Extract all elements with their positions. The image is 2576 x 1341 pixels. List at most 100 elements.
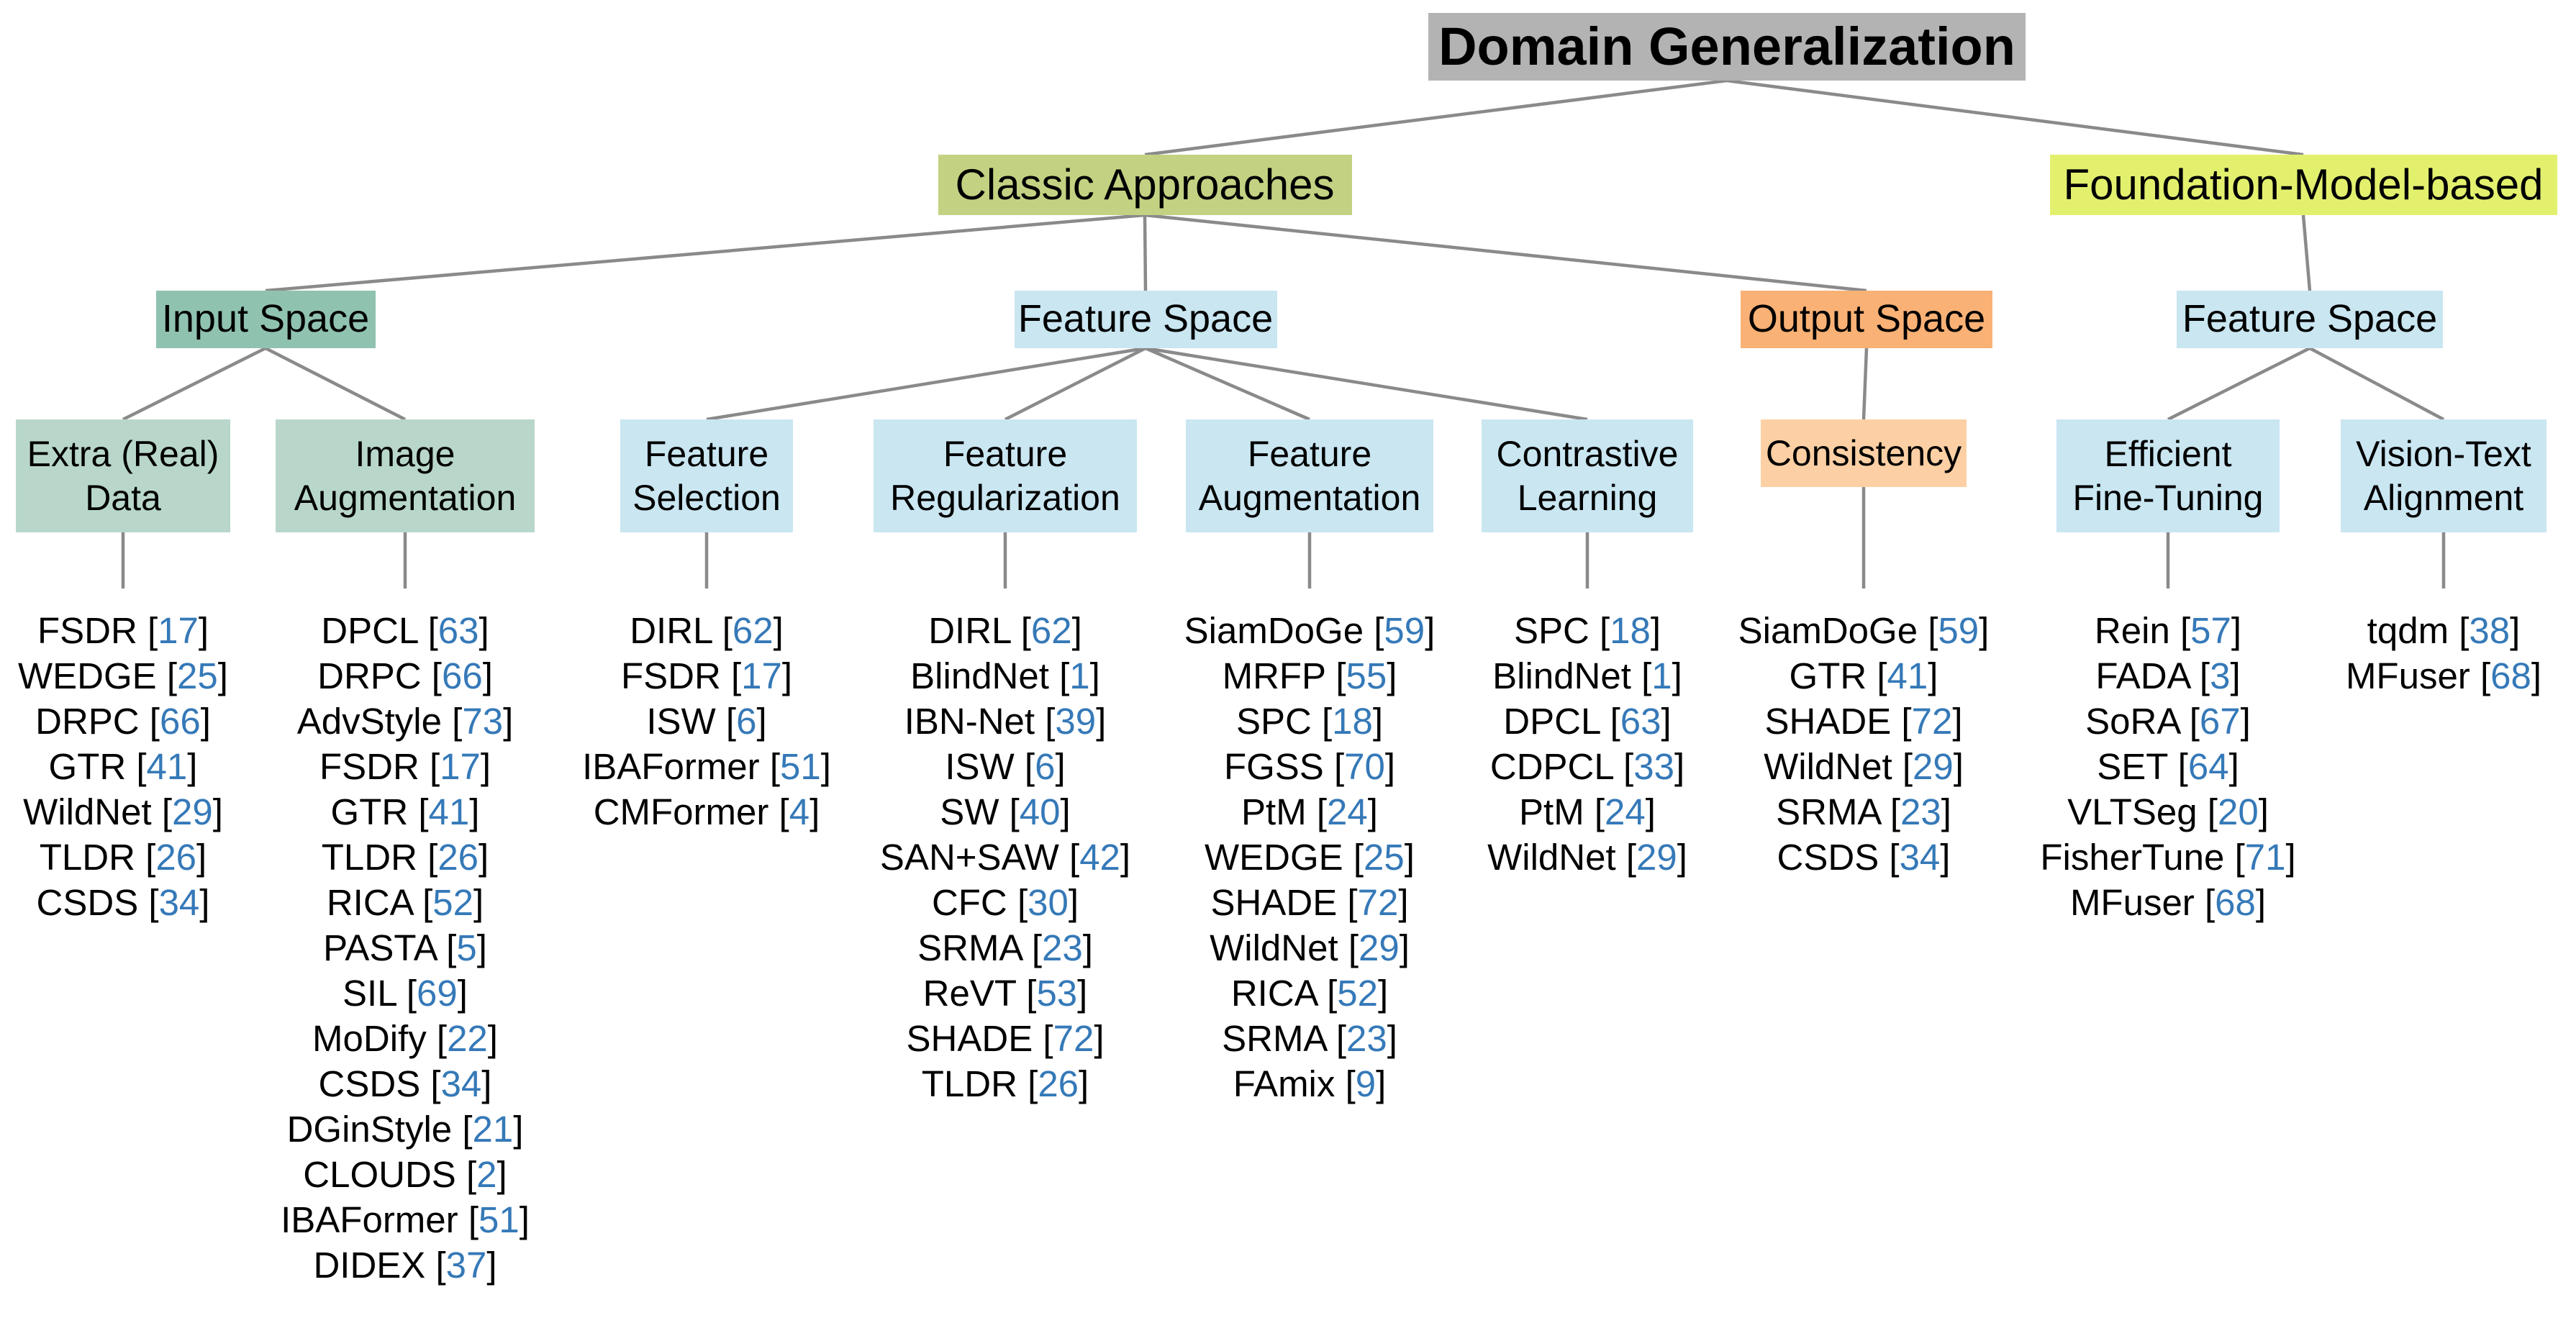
method-item: PtM [24] — [1357, 789, 1818, 835]
citation-ref[interactable]: 66 — [441, 655, 483, 696]
method-name: WEDGE — [18, 655, 157, 696]
citation-ref[interactable]: 62 — [1030, 610, 1072, 651]
method-name: CSDS — [318, 1063, 421, 1104]
citation-bracket-open: [ — [1347, 882, 1358, 923]
citation-ref[interactable]: 26 — [437, 837, 479, 878]
citation-ref[interactable]: 72 — [1357, 882, 1399, 923]
citation-ref[interactable]: 34 — [1899, 837, 1941, 878]
citation-ref[interactable]: 66 — [159, 701, 201, 742]
citation-ref[interactable]: 17 — [440, 746, 481, 787]
citation-ref[interactable]: 53 — [1036, 973, 1078, 1014]
citation-ref[interactable]: 68 — [2490, 655, 2531, 696]
citation-ref[interactable]: 40 — [1019, 791, 1061, 832]
method-name: SAN+SAW — [879, 837, 1059, 878]
citation-ref[interactable]: 34 — [440, 1063, 482, 1104]
citation-ref[interactable]: 17 — [741, 655, 782, 696]
citation-ref[interactable]: 34 — [158, 882, 200, 923]
citation-ref[interactable]: 23 — [1041, 927, 1083, 968]
citation-ref[interactable]: 69 — [417, 973, 458, 1014]
citation-ref[interactable]: 71 — [2244, 837, 2286, 878]
citation-ref[interactable]: 42 — [1079, 837, 1120, 878]
citation-ref[interactable]: 20 — [2217, 791, 2259, 832]
citation-ref[interactable]: 51 — [478, 1199, 520, 1240]
citation-ref[interactable]: 25 — [177, 655, 218, 696]
citation-bracket-open: [ — [1316, 791, 1328, 832]
citation-ref[interactable]: 17 — [158, 610, 199, 651]
citation-ref[interactable]: 22 — [447, 1018, 488, 1059]
citation-ref[interactable]: 63 — [1620, 701, 1661, 742]
citation-ref[interactable]: 39 — [1055, 701, 1097, 742]
method-name: FSDR — [620, 655, 721, 696]
method-item: SiamDoGe [59] — [1079, 608, 1540, 653]
citation-ref[interactable]: 6 — [1035, 746, 1056, 787]
citation-ref[interactable]: 55 — [1346, 655, 1387, 696]
citation-ref[interactable]: 37 — [445, 1245, 487, 1286]
citation-ref[interactable]: 5 — [456, 927, 477, 968]
method-item: WildNet [29] — [1079, 925, 1540, 970]
citation-ref[interactable]: 52 — [1337, 973, 1378, 1014]
citation-ref[interactable]: 59 — [1938, 610, 1979, 651]
citation-ref[interactable]: 41 — [428, 791, 470, 832]
method-name: tqdm — [2367, 610, 2449, 651]
citation-ref[interactable]: 4 — [789, 791, 810, 832]
citation-ref[interactable]: 29 — [1636, 837, 1677, 878]
citation-ref[interactable]: 3 — [2210, 655, 2231, 696]
citation-ref[interactable]: 6 — [736, 701, 757, 742]
citation-ref[interactable]: 57 — [2190, 610, 2231, 651]
method-name: IBAFormer — [582, 746, 760, 787]
citation-bracket-open: [ — [427, 837, 438, 878]
method-item: DPCL [63] — [1357, 699, 1818, 744]
citation-ref[interactable]: 72 — [1911, 701, 1953, 742]
citation-ref[interactable]: 25 — [1364, 837, 1405, 878]
citation-ref[interactable]: 30 — [1028, 882, 1069, 923]
citation-ref[interactable]: 9 — [1355, 1063, 1377, 1104]
citation-bracket-close: ] — [2240, 701, 2251, 742]
method-name: SIL — [343, 973, 396, 1014]
citation-ref[interactable]: 67 — [2199, 701, 2241, 742]
citation-ref[interactable]: 2 — [476, 1154, 497, 1195]
citation-ref[interactable]: 1 — [1651, 655, 1672, 696]
citation-ref[interactable]: 18 — [1610, 610, 1651, 651]
citation-bracket-close: ] — [2228, 746, 2239, 787]
node-label: Input Space — [161, 297, 370, 341]
citation-ref[interactable]: 41 — [146, 746, 188, 787]
citation-bracket-close: ] — [1387, 1018, 1397, 1059]
citation-ref[interactable]: 23 — [1346, 1018, 1387, 1059]
citation-ref[interactable]: 51 — [779, 746, 821, 787]
citation-ref[interactable]: 1 — [1069, 655, 1090, 696]
citation-ref[interactable]: 38 — [2469, 610, 2511, 651]
citation-ref[interactable]: 72 — [1053, 1018, 1094, 1059]
citation-ref[interactable]: 70 — [1344, 746, 1385, 787]
citation-ref[interactable]: 64 — [2187, 746, 2229, 787]
method-item: BlindNet [1] — [775, 653, 1235, 699]
citation-ref[interactable]: 21 — [472, 1109, 514, 1150]
method-name: PtM — [1241, 791, 1307, 832]
citation-ref[interactable]: 18 — [1332, 701, 1373, 742]
citation-ref[interactable]: 73 — [462, 701, 504, 742]
method-name: DPCL — [1503, 701, 1600, 742]
method-item: WildNet [29] — [0, 789, 353, 835]
citation-ref[interactable]: 24 — [1605, 791, 1646, 832]
citation-ref[interactable]: 23 — [1900, 791, 1941, 832]
citation-bracket-open: [ — [1901, 701, 1912, 742]
citation-bracket-close: ] — [200, 701, 211, 742]
citation-ref[interactable]: 41 — [1887, 655, 1928, 696]
citation-ref[interactable]: 63 — [437, 610, 479, 651]
node-consistency: Consistency — [1761, 419, 1967, 487]
method-item: SPC [18] — [1357, 608, 1818, 653]
method-item: CSDS [34] — [175, 1061, 635, 1106]
citation-ref[interactable]: 29 — [171, 791, 213, 832]
citation-ref[interactable]: 24 — [1327, 791, 1368, 832]
node-label: Selection — [632, 477, 781, 518]
citation-ref[interactable]: 59 — [1384, 610, 1425, 651]
citation-ref[interactable]: 33 — [1633, 746, 1674, 787]
citation-ref[interactable]: 52 — [432, 882, 473, 923]
citation-ref[interactable]: 68 — [2215, 882, 2256, 923]
citation-ref[interactable]: 29 — [1912, 746, 1954, 787]
citation-ref[interactable]: 26 — [1038, 1063, 1079, 1104]
citation-ref[interactable]: 29 — [1358, 927, 1400, 968]
method-item: CDPCL [33] — [1357, 744, 1818, 789]
citation-ref[interactable]: 62 — [732, 610, 774, 651]
node-output-space: Output Space — [1741, 291, 1992, 348]
citation-ref[interactable]: 26 — [155, 837, 197, 878]
